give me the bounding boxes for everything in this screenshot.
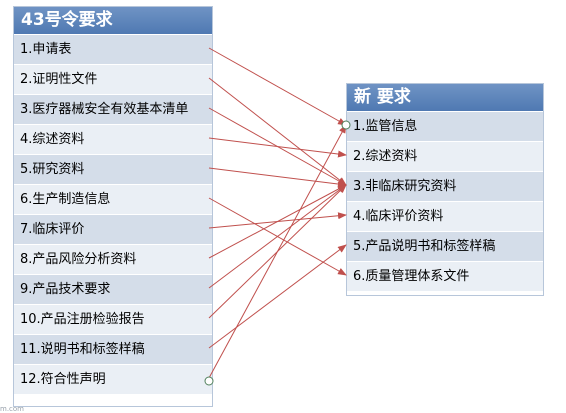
connector-arrow bbox=[208, 184, 347, 289]
left-item: 12.符合性声明 bbox=[14, 364, 212, 394]
connector-arrow bbox=[208, 244, 347, 349]
connector-arrow bbox=[208, 197, 347, 276]
left-item: 11.说明书和标签样稿 bbox=[14, 334, 212, 364]
right-item: 4.临床评价资料 bbox=[347, 201, 543, 231]
right-item: 6.质量管理体系文件 bbox=[347, 261, 543, 291]
connector-arrow bbox=[208, 47, 347, 126]
connector-arrow bbox=[208, 212, 347, 229]
connector-arrow bbox=[208, 184, 347, 259]
connector-arrow bbox=[208, 107, 347, 186]
connector-arrow bbox=[208, 167, 347, 188]
connector-arrow bbox=[208, 137, 347, 158]
left-item: 3.医疗器械安全有效基本清单 bbox=[14, 94, 212, 124]
right-item: 5.产品说明书和标签样稿 bbox=[347, 231, 543, 261]
watermark-text: m.com bbox=[0, 405, 24, 413]
right-item: 1.监管信息 bbox=[347, 111, 543, 141]
left-item: 7.临床评价 bbox=[14, 214, 212, 244]
left-item: 10.产品注册检验报告 bbox=[14, 304, 212, 334]
right-item: 2.综述资料 bbox=[347, 141, 543, 171]
connector-arrow bbox=[208, 77, 347, 186]
connector-arrow bbox=[208, 124, 347, 379]
left-item: 9.产品技术要求 bbox=[14, 274, 212, 304]
left-table-title: 43号令要求 bbox=[14, 7, 212, 34]
connector-arrow bbox=[208, 184, 347, 319]
left-item: 8.产品风险分析资料 bbox=[14, 244, 212, 274]
left-item: 2.证明性文件 bbox=[14, 64, 212, 94]
right-item: 3.非临床研究资料 bbox=[347, 171, 543, 201]
right-table-title: 新 要求 bbox=[347, 84, 543, 111]
left-item: 6.生产制造信息 bbox=[14, 184, 212, 214]
left-item: 5.研究资料 bbox=[14, 154, 212, 184]
left-item: 4.综述资料 bbox=[14, 124, 212, 154]
left-item: 1.申请表 bbox=[14, 34, 212, 64]
